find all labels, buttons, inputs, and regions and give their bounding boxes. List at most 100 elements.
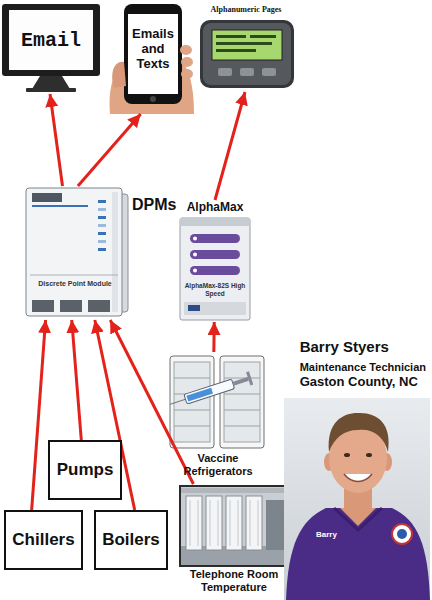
- signal-arrow: [110, 320, 193, 484]
- logo-center: [397, 529, 407, 539]
- fridge-shelf: [174, 378, 210, 379]
- alphamax-button: [190, 266, 240, 275]
- refrigerator-illustration: [168, 356, 264, 448]
- fridge: [220, 356, 264, 448]
- equipment-box: Boilers: [94, 510, 168, 570]
- rack-fin: [218, 500, 219, 546]
- label-holder: Maintenance Technician: [300, 357, 426, 375]
- alphamax-panel: [184, 302, 246, 315]
- phone-screen-node: Emails and Texts: [108, 2, 194, 114]
- node-text: Pumps: [57, 460, 114, 480]
- dpm-led: [98, 248, 106, 251]
- lcd-pixels: [250, 35, 276, 38]
- dpm-connector: [60, 300, 82, 312]
- hand-thumb: [112, 62, 126, 88]
- label-holder: Gaston County, NC: [300, 372, 418, 390]
- hair: [329, 413, 389, 452]
- syringe-plunger: [232, 377, 248, 386]
- text-holder: Emails and Texts: [128, 26, 178, 71]
- shirt-name: Barry: [316, 530, 337, 540]
- text-holder: AlphaMax-82S High Speed: [182, 282, 248, 298]
- hand-finger: [181, 57, 193, 67]
- alphamax-button: [190, 234, 240, 243]
- fridge-inside: [224, 362, 260, 442]
- fridge-shelf: [224, 394, 260, 395]
- dpm-led: [98, 224, 106, 227]
- monitor-base: [26, 88, 76, 92]
- alphamax-top: [180, 218, 250, 226]
- lcd-pixels: [216, 49, 256, 52]
- alphamax-button: [190, 250, 240, 259]
- photo-frame: [180, 486, 288, 566]
- monitor-frame: [2, 4, 100, 76]
- pager-body: [200, 20, 294, 88]
- equipment-cabinet: [266, 500, 284, 550]
- rack-fin: [190, 500, 191, 546]
- signal-arrow: [78, 114, 141, 186]
- dpm-illustration: [26, 188, 128, 316]
- alphamax-illustration: [180, 218, 250, 320]
- monitor-illustration: [2, 4, 100, 92]
- rack-fin: [198, 500, 199, 546]
- text-holder: Alphanumeric Pages: [196, 5, 296, 14]
- rack-fin: [210, 500, 211, 546]
- dpm-front-unit: [26, 188, 122, 316]
- smile: [344, 474, 372, 482]
- pager-face: [203, 23, 291, 85]
- fridge-shelf: [224, 378, 260, 379]
- dpm-stripe: [32, 205, 88, 207]
- refrigerator-node: Vaccine Refrigerators: [166, 352, 270, 480]
- text-holder: AlphaMax: [176, 201, 254, 215]
- dpm-device: DPMsDiscrete Point Module: [24, 186, 178, 320]
- equipment-rack: [186, 496, 202, 550]
- eye: [366, 453, 372, 457]
- signal-arrow: [215, 92, 245, 200]
- person-caption: Maintenance Technician: [300, 361, 426, 374]
- node-text: AlphaMax-82S High Speed: [182, 282, 248, 298]
- signal-arrow: [32, 320, 46, 510]
- collar: [334, 508, 382, 530]
- purple-shirt: [286, 508, 430, 600]
- text-holder: DPMs: [132, 196, 180, 214]
- node-text: Alphanumeric Pages: [196, 5, 296, 14]
- lcd-pixels: [216, 42, 272, 45]
- syringe-barrel: [184, 379, 235, 404]
- pager-node: Alphanumeric Pages: [196, 4, 296, 92]
- telephone-room-photo: [180, 486, 288, 566]
- node-text: Boilers: [102, 530, 160, 550]
- photo-background: [284, 398, 430, 600]
- node-text: Chillers: [12, 530, 74, 550]
- telephone-room-node: Telephone Room Temperature: [176, 484, 292, 598]
- dpm-led: [98, 200, 106, 203]
- pager-lcd: [212, 30, 282, 60]
- equipment-rack: [246, 496, 262, 550]
- hand-finger: [180, 45, 192, 55]
- logo-patch: [392, 524, 412, 544]
- text-holder: Boilers: [96, 530, 166, 550]
- pager-button: [218, 68, 232, 76]
- text-holder: Email: [12, 29, 90, 52]
- signal-arrow: [212, 322, 215, 352]
- equipment-box: Pumps: [48, 440, 122, 500]
- syringe: [168, 371, 253, 411]
- phone-screen: [128, 14, 178, 94]
- email-monitor: Email: [2, 4, 100, 94]
- dpm-connector: [88, 300, 110, 312]
- dpm-side: [112, 192, 118, 312]
- node-text: Vaccine Refrigerators: [166, 452, 270, 478]
- alphamax-dot: [193, 237, 197, 241]
- text-holder: Vaccine Refrigerators: [166, 452, 270, 478]
- dpm-led: [98, 208, 106, 211]
- alphamax-logo: [188, 305, 200, 311]
- label-holder: Barry Styers: [300, 338, 389, 356]
- dpm-led: [98, 232, 106, 235]
- dpm-divider: [30, 275, 118, 276]
- node-text: Discrete Point Module: [28, 280, 122, 288]
- alphamax-device: AlphaMaxAlphaMax-82S High Speed: [176, 200, 254, 322]
- person-caption: Gaston County, NC: [300, 374, 418, 390]
- phone-body: [124, 4, 182, 104]
- fridge-shelf: [174, 410, 210, 411]
- dpm-led: [98, 240, 106, 243]
- syringe-needle: [170, 399, 185, 404]
